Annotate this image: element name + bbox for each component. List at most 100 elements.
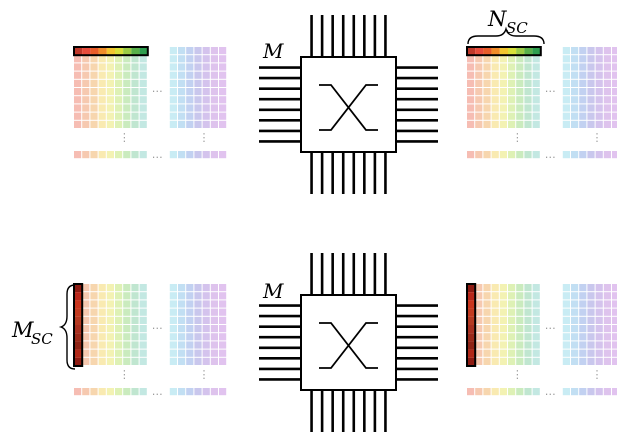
- grid-cell: [106, 63, 114, 71]
- grid-cell: [508, 79, 516, 87]
- grid-cell: [603, 55, 611, 63]
- grid-cell: [202, 341, 210, 349]
- grid-cell: [603, 63, 611, 71]
- grid-cell: [169, 341, 177, 349]
- grid-cell: [210, 284, 218, 292]
- grid-cell: [524, 357, 532, 365]
- grid-cell: [106, 388, 114, 396]
- grid-cell: [562, 341, 570, 349]
- grid-cell: [532, 357, 540, 365]
- highlight-cell: [467, 349, 476, 358]
- grid-cell: [562, 284, 570, 292]
- grid-cell: [491, 112, 499, 120]
- grid-cell: [516, 325, 524, 333]
- grid-cell: [106, 292, 114, 300]
- grid-cell: [595, 284, 603, 292]
- grid-cell: [194, 47, 202, 55]
- grid-cell: [571, 120, 579, 128]
- highlight-cell: [74, 357, 83, 366]
- m-label-bottom: M: [262, 279, 284, 303]
- grid-cell: [579, 388, 587, 396]
- grid-cell: [483, 300, 491, 308]
- grid-cell: [508, 316, 516, 324]
- panel-top-left: …⋮⋮…: [73, 46, 227, 161]
- highlight-row-border: [73, 46, 149, 57]
- grid-cell: [169, 349, 177, 357]
- grid-cell: [123, 88, 131, 96]
- grid-cell: [178, 63, 186, 71]
- grid-cell: [595, 341, 603, 349]
- grid-cell: [579, 96, 587, 104]
- m-label-top: M: [262, 39, 284, 63]
- grid-cell: [194, 284, 202, 292]
- grid-cell: [106, 349, 114, 357]
- grid-cell: [499, 88, 507, 96]
- grid-cell: [587, 388, 595, 396]
- grid-cell: [115, 308, 123, 316]
- grid-cell: [106, 151, 114, 159]
- grid-cell: [475, 79, 483, 87]
- grid-cell: [571, 333, 579, 341]
- grid-cell: [178, 88, 186, 96]
- grid-cell: [587, 96, 595, 104]
- grid-cell: [186, 349, 194, 357]
- grid-cell: [90, 300, 98, 308]
- grid-cell: [508, 151, 516, 159]
- grid-cell: [579, 292, 587, 300]
- grid-cell: [499, 55, 507, 63]
- grid-cell: [169, 120, 177, 128]
- grid-cell: [571, 79, 579, 87]
- grid-cell: [219, 112, 227, 120]
- grid-cell: [516, 349, 524, 357]
- switch-elements: [259, 15, 438, 432]
- grid-cell: [219, 55, 227, 63]
- grid-cell: [115, 349, 123, 357]
- grid-cell: [508, 112, 516, 120]
- grid-cell: [178, 96, 186, 104]
- grid-cell: [115, 88, 123, 96]
- grid-cell: [82, 349, 90, 357]
- grid-cell: [483, 333, 491, 341]
- grid-cell: [483, 104, 491, 112]
- grid-cell: [499, 284, 507, 292]
- grid-cell: [467, 96, 475, 104]
- grid-cell: [139, 88, 147, 96]
- grid-cell: [131, 151, 139, 159]
- grid-cell: [186, 120, 194, 128]
- grid-cell: [524, 388, 532, 396]
- highlight-cell: [74, 333, 83, 342]
- grid-cell: [612, 47, 617, 55]
- grid-cell: [131, 71, 139, 79]
- grid-cell: [98, 104, 106, 112]
- grid-cell: [587, 349, 595, 357]
- grid-cell: [106, 300, 114, 308]
- grid-cell: [210, 316, 218, 324]
- grid-cell: [169, 333, 177, 341]
- highlight-cell: [467, 292, 476, 301]
- grid-cell: [587, 63, 595, 71]
- highlight-cell: [467, 325, 476, 334]
- grid-cell: [579, 63, 587, 71]
- grid-cell: [202, 120, 210, 128]
- m-sc-label: M SC: [11, 318, 53, 348]
- grid-cell: [508, 341, 516, 349]
- grid-cell: [98, 349, 106, 357]
- grid-cell: [612, 325, 617, 333]
- grid-cell: [562, 47, 570, 55]
- grid-cell: [571, 112, 579, 120]
- grid-cell: [219, 388, 227, 396]
- grid-cell: [98, 151, 106, 159]
- grid-cell: [508, 71, 516, 79]
- grid-cell: [524, 349, 532, 357]
- grid-cell: [499, 316, 507, 324]
- highlight-cell: [467, 284, 476, 293]
- grid-cell: [202, 333, 210, 341]
- grid-cell: [491, 55, 499, 63]
- grid-cell: [562, 55, 570, 63]
- grid-cell: [516, 284, 524, 292]
- grid-cell: [595, 151, 603, 159]
- grid-cell: [467, 55, 475, 63]
- grid-cell: [491, 308, 499, 316]
- grid-cell: [524, 292, 532, 300]
- grid-cell: [82, 63, 90, 71]
